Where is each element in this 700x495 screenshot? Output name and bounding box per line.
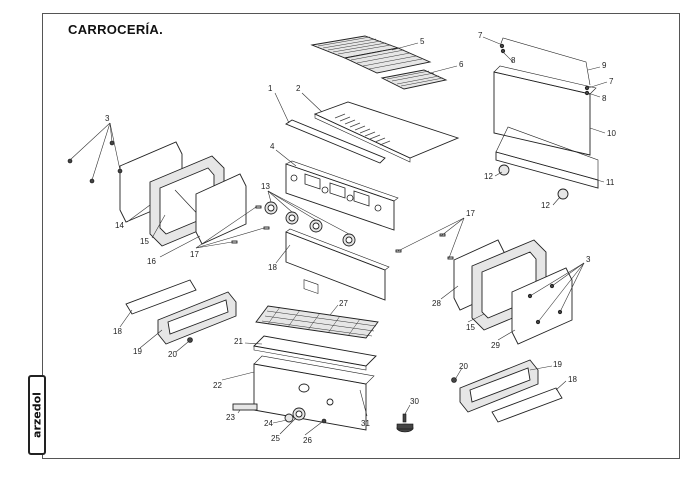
callout-17-left: 17: [190, 250, 199, 259]
callout-20-left: 20: [168, 350, 177, 359]
callout-29: 29: [491, 341, 500, 350]
part-tray-11: [495, 126, 599, 189]
callout-11: 11: [606, 178, 615, 187]
callout-28: 28: [432, 299, 441, 308]
callout-3-left: 3: [105, 114, 110, 123]
part-base-22: [253, 355, 375, 431]
part-label-23: [232, 403, 258, 411]
part-lower-frame-19-right: [459, 359, 539, 413]
part-grill-6: [380, 69, 448, 90]
part-lower-frame-19-left: [157, 291, 237, 345]
callout-18-left: 18: [113, 327, 122, 336]
callout-3-right: 3: [586, 255, 591, 264]
part-lower-cover-18-right: [491, 387, 563, 423]
callout-numbers: 1 2 3 4 5 6 7 8 9 7 8 10 11 12 12 13 14 …: [105, 31, 616, 445]
callout-24: 24: [264, 419, 273, 428]
part-knob-24-25-26: [284, 407, 327, 424]
callout-30: 30: [410, 397, 419, 406]
part-lower-cover-18-left: [125, 279, 197, 315]
part-drip-pan-21: [253, 335, 377, 371]
drawing-frame: [42, 13, 680, 459]
callout-8-right: 8: [602, 94, 607, 103]
part-lower-panel-18: [285, 228, 390, 301]
callout-21: 21: [234, 337, 243, 346]
callout-7-top: 7: [478, 31, 483, 40]
callout-15-left: 15: [140, 237, 149, 246]
callout-22: 22: [213, 381, 222, 390]
part-knob-20-left: [187, 337, 193, 343]
callout-25: 25: [271, 434, 280, 443]
callout-18-center: 18: [268, 263, 277, 272]
part-top-panel-2: [313, 101, 460, 163]
part-rod-9: [499, 37, 591, 86]
leader-lines: [69, 36, 608, 436]
diagram-title: CARROCERÍA.: [68, 22, 164, 37]
callout-7-right: 7: [609, 77, 614, 86]
callout-17-right: 17: [466, 209, 475, 218]
callout-6: 6: [459, 60, 464, 69]
part-feet-12: [498, 164, 569, 200]
part-knob-20-right: [451, 377, 457, 383]
callout-14: 14: [115, 221, 124, 230]
callout-12-a: 12: [484, 172, 493, 181]
part-burner-27: [255, 305, 379, 339]
callout-12-b: 12: [541, 201, 550, 210]
callout-8-top: 8: [511, 56, 516, 65]
callout-2: 2: [296, 84, 301, 93]
part-screws-3-left: [67, 140, 123, 184]
callout-13: 13: [261, 182, 270, 191]
brand-logo: arzedol: [28, 375, 46, 455]
callout-19-left: 19: [133, 347, 142, 356]
callout-9: 9: [602, 61, 607, 70]
callout-4: 4: [270, 142, 275, 151]
part-front-rail-1: [285, 119, 386, 164]
callout-5: 5: [420, 37, 425, 46]
callout-16: 16: [147, 257, 156, 266]
callout-26: 26: [303, 436, 312, 445]
part-back-panel-10: [493, 65, 597, 156]
part-front-panel-4: [285, 160, 399, 294]
callout-15-right: 15: [466, 323, 475, 332]
callout-10: 10: [607, 129, 616, 138]
callout-23: 23: [226, 413, 235, 422]
part-foot-30: [396, 413, 414, 433]
callout-27: 27: [339, 299, 348, 308]
part-side-panel-16: [195, 173, 247, 245]
part-washers-7-8: [499, 43, 590, 96]
callout-18-right: 18: [568, 375, 577, 384]
callout-31: 31: [361, 419, 370, 428]
callout-19-right: 19: [553, 360, 562, 369]
callout-20-right: 20: [459, 362, 468, 371]
callout-1: 1: [268, 84, 273, 93]
part-grill-5: [310, 35, 432, 74]
